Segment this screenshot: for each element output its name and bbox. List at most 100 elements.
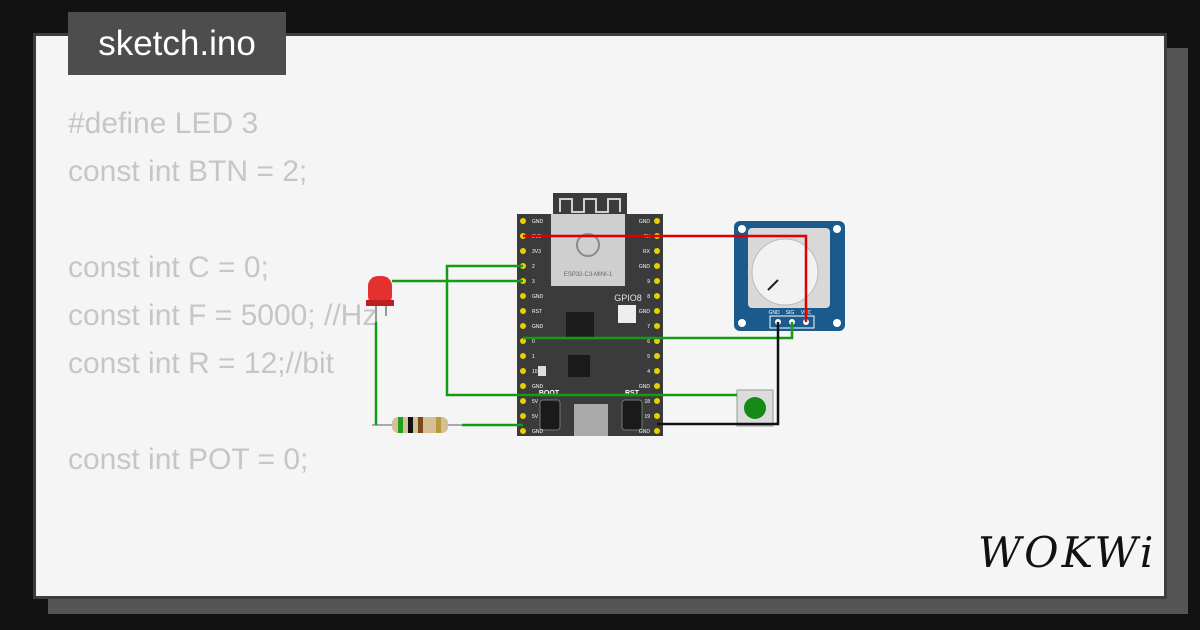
pin-label: GND — [532, 294, 544, 300]
code-editor: #define LED 3 const int BTN = 2; const i… — [68, 100, 377, 484]
pin-label: 7 — [647, 324, 650, 330]
pin-label: GND — [532, 324, 544, 330]
mount-hole — [833, 225, 841, 233]
pin-GND[interactable] — [654, 428, 660, 434]
right-pin-header — [654, 218, 660, 434]
potentiometer-module[interactable]: GND SIG VCC — [734, 221, 845, 331]
pin-label: GND — [639, 264, 651, 270]
pin-4[interactable] — [654, 368, 660, 374]
pin-label: 3V3 — [532, 249, 541, 255]
pin-GND[interactable] — [654, 308, 660, 314]
left-pin-labels: GND 3V3 3V3 2 3 GND RST GND 0 1 10 GND 5… — [532, 219, 544, 435]
button-cap[interactable] — [744, 397, 766, 419]
pin-19[interactable] — [654, 413, 660, 419]
resistor-band — [436, 417, 441, 433]
chip-label: ESP32-C3-MINI-1 — [564, 272, 613, 278]
resistor-band — [408, 417, 413, 433]
led-body — [368, 276, 392, 306]
antenna-trace — [559, 198, 621, 213]
pin-label: GND — [639, 429, 651, 435]
red-led[interactable] — [366, 276, 394, 322]
reset-button[interactable] — [621, 399, 643, 431]
boot-label: BOOT — [539, 390, 560, 397]
mount-hole — [833, 319, 841, 327]
pin-label: GND — [532, 384, 544, 390]
pin-label: 10 — [532, 369, 538, 375]
pin-label: 3 — [532, 279, 535, 285]
usb-chip — [568, 355, 590, 377]
pin-6[interactable] — [654, 338, 660, 344]
pin-label: 19 — [644, 414, 650, 420]
pin-label: GND — [532, 219, 544, 225]
boot-button[interactable] — [539, 399, 561, 431]
right-pin-labels: GND TX RX GND 9 8 GND 7 6 5 4 GND 18 19 … — [639, 219, 651, 435]
code-line: #define LED 3 — [68, 107, 259, 140]
wokwi-logo: WOKWi — [978, 528, 1157, 577]
pin-label: 2 — [532, 264, 535, 270]
pin-5V[interactable] — [520, 398, 526, 404]
pin-GND[interactable] — [520, 428, 526, 434]
pin-5[interactable] — [654, 353, 660, 359]
wire-gnd-to-pot-gnd[interactable] — [657, 322, 780, 426]
pin-label: 5V — [532, 414, 539, 420]
pin-label: RST — [532, 309, 542, 315]
usb-port[interactable] — [574, 404, 608, 436]
gpio-label: GPIO8 — [614, 293, 642, 303]
pot-pin-label: SIG — [786, 310, 795, 316]
resistor[interactable] — [372, 417, 462, 433]
led-rim — [366, 300, 394, 306]
pin-8[interactable] — [654, 293, 660, 299]
file-tab-label: sketch.ino — [98, 23, 256, 63]
pin-GND[interactable] — [520, 323, 526, 329]
pot-pin-label: GND — [768, 310, 780, 316]
resistor-band — [398, 417, 403, 433]
pin-label: 5 — [647, 354, 650, 360]
pin-label: 5V — [532, 399, 539, 405]
pin-label: GND — [639, 309, 651, 315]
mount-hole — [738, 319, 746, 327]
rst-label: RST — [625, 390, 640, 397]
pin-GND[interactable] — [654, 263, 660, 269]
code-line: const int BTN = 2; — [68, 155, 308, 188]
pin-10[interactable] — [520, 368, 526, 374]
pin-label: 18 — [644, 399, 650, 405]
pin-GND[interactable] — [520, 383, 526, 389]
pin-0[interactable] — [520, 338, 526, 344]
mount-hole — [738, 225, 746, 233]
wire-gpio0-to-sig[interactable] — [523, 322, 794, 340]
pin-label: GND — [639, 219, 651, 225]
pin-9[interactable] — [654, 278, 660, 284]
pin-1[interactable] — [520, 353, 526, 359]
pin-GND[interactable] — [520, 293, 526, 299]
status-led — [538, 366, 546, 376]
pot-knob[interactable] — [751, 238, 819, 306]
rgb-led — [618, 305, 636, 323]
code-line: const int POT = 0; — [68, 443, 309, 476]
pin-label: 1 — [532, 354, 535, 360]
pushbutton[interactable] — [736, 389, 774, 427]
esp32-c3-board[interactable]: ESP32-C3-MINI-1 GPIO8 BOOT RST — [517, 193, 663, 436]
code-line: const int C = 0; — [68, 251, 269, 284]
wire-gpio2-to-button[interactable] — [445, 264, 737, 397]
pin-label: RX — [643, 249, 651, 255]
pin-3V3[interactable] — [520, 248, 526, 254]
pin-GND[interactable] — [654, 383, 660, 389]
pin-GND[interactable] — [654, 218, 660, 224]
pin-RST[interactable] — [520, 308, 526, 314]
pin-label: 6 — [647, 339, 650, 345]
chip-module — [551, 214, 625, 286]
pin-7[interactable] — [654, 323, 660, 329]
pin-label: 4 — [647, 369, 650, 375]
pin-GND[interactable] — [520, 218, 526, 224]
file-tab[interactable]: sketch.ino — [68, 12, 286, 75]
knob-indicator — [767, 279, 779, 291]
pin-5V[interactable] — [520, 413, 526, 419]
espressif-logo-icon — [576, 233, 600, 257]
pin-label: 8 — [647, 294, 650, 300]
pin-RX[interactable] — [654, 248, 660, 254]
wire-3v3-to-vcc[interactable] — [523, 234, 808, 322]
regulator — [566, 312, 594, 338]
resistor-band — [418, 417, 423, 433]
pin-18[interactable] — [654, 398, 660, 404]
